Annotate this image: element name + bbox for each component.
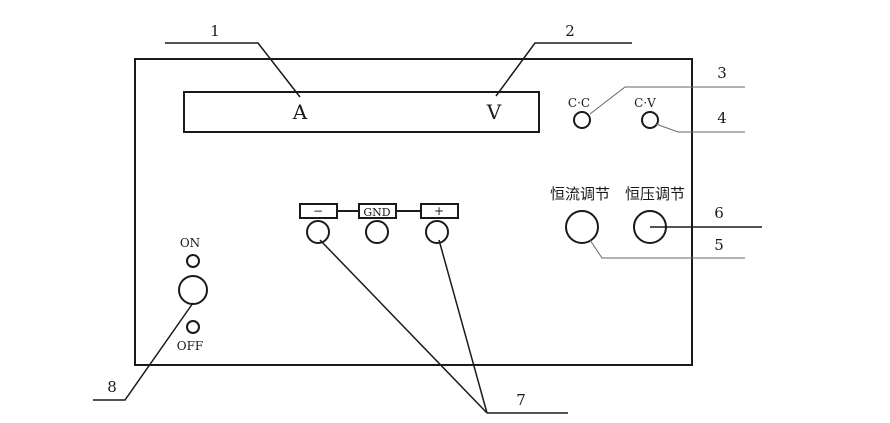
callout-4-number: 4 (717, 109, 727, 127)
positive-terminal-tag (420, 203, 459, 219)
power-switch-button (178, 275, 208, 305)
cc-indicator-label: C·C (568, 96, 590, 110)
cv-indicator-label: C·V (634, 96, 656, 110)
callout-7-leader-positive (438, 239, 488, 414)
ground-terminal-label: GND (363, 206, 390, 219)
voltage-adjust-label: 恒压调节 (625, 185, 685, 203)
callout-7-number: 7 (516, 391, 526, 409)
callout-1-leader (165, 42, 301, 98)
callout-3-leader (589, 86, 745, 115)
callout-7-leader-negative (319, 239, 488, 414)
callout-2-number: 2 (565, 22, 575, 40)
current-adjust-knob (565, 210, 599, 244)
negative-terminal-label: − (313, 204, 323, 218)
power-on-label: ON (180, 236, 200, 250)
callout-8-leader (93, 302, 194, 401)
callout-6-number: 6 (714, 204, 724, 222)
callout-2-leader (495, 42, 632, 97)
power-off-lamp (186, 320, 200, 334)
current-adjust-label: 恒流调节 (550, 185, 610, 203)
ammeter-unit-label: A (292, 100, 308, 124)
panel-outline (134, 58, 693, 366)
positive-terminal-label: + (434, 204, 444, 218)
callout-1-number: 1 (210, 22, 220, 40)
cc-indicator-lamp (573, 111, 591, 129)
ground-terminal-tag (358, 203, 397, 219)
voltmeter-unit-label: V (486, 100, 502, 124)
callout-5-number: 5 (714, 236, 724, 254)
ground-terminal-post (365, 220, 389, 244)
positive-terminal-post (425, 220, 449, 244)
callout-4-leader (655, 123, 745, 133)
negative-terminal-tag (299, 203, 338, 219)
cv-indicator-lamp (641, 111, 659, 129)
power-on-lamp (186, 254, 200, 268)
callout-5-leader (589, 239, 745, 259)
callout-8-number: 8 (107, 378, 117, 396)
negative-terminal-post (306, 220, 330, 244)
meter-display-window (183, 91, 540, 133)
callout-3-number: 3 (717, 64, 727, 82)
power-off-label: OFF (177, 339, 204, 353)
